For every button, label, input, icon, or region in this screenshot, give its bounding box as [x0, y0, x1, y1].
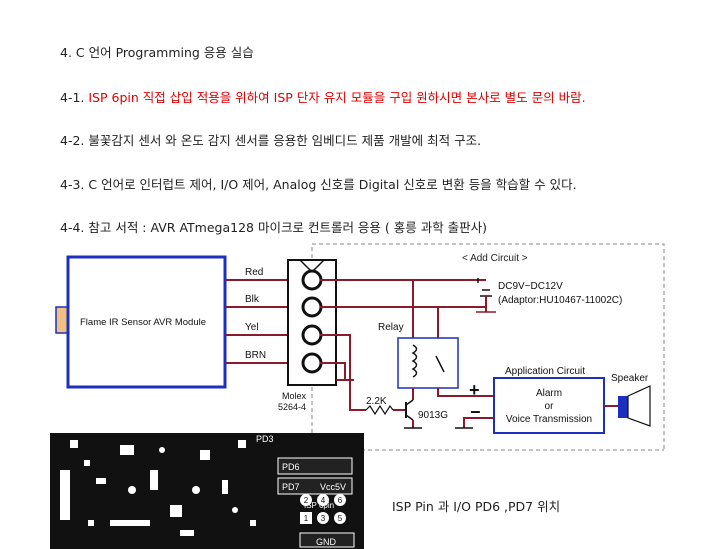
pcb-label-pd3: PD3: [256, 434, 274, 444]
molex-pin-1: [301, 269, 323, 291]
supply-label-1: DC9V~DC12V: [498, 281, 563, 292]
isp-pin-5-label: 5: [338, 514, 343, 523]
isp-pin-3: [317, 512, 329, 524]
molex-pin-2: [301, 296, 323, 318]
pcb-label-vcc: Vcc5V: [320, 482, 346, 492]
molex-label-1: Molex: [282, 391, 307, 401]
wire-label-brn: BRN: [245, 350, 266, 361]
note-4-1-number: 4-1.: [60, 90, 89, 105]
wire-label-yel: Yel: [245, 322, 259, 333]
isp-pin-5: [334, 512, 346, 524]
molex-pin-4: [301, 352, 323, 374]
relay-out: [437, 388, 458, 397]
relay-label: Relay: [378, 322, 404, 333]
speaker-cone-icon: [627, 385, 651, 427]
note-4-2: 4-2. 불꽃감지 센서 와 온도 감지 센서를 응용한 임베디드 제품 개발에…: [60, 133, 482, 148]
pcb-label-gnd: GND: [316, 537, 337, 547]
isp-pin-4: [317, 494, 329, 506]
note-4-4: 4-4. 참고 서적 : AVR ATmega128 마이크로 컨트롤러 응용 …: [60, 220, 488, 235]
app-line-2: or: [545, 401, 555, 412]
out-wire-yel: [320, 334, 366, 411]
transistor-label: 9013G: [418, 410, 448, 421]
speaker-icon: [618, 396, 628, 418]
note-4-1-text: ISP 6pin 직접 삽입 적용을 위하여 ISP 단자 유지 모듈을 구입 …: [88, 90, 586, 105]
isp-pin-1: [300, 512, 312, 524]
plus-sign: +: [469, 380, 480, 400]
note-4-3: 4-3. C 언어로 인터럽트 제어, I/O 제어, Analog 신호를 D…: [60, 177, 577, 192]
app-line-3: Voice Transmission: [506, 414, 592, 425]
relay-coil: [411, 344, 418, 378]
pcb-caption: ISP Pin 과 I/O PD6 ,PD7 위치: [392, 499, 561, 514]
relay-switch: [435, 355, 445, 373]
pcb-label-pd6: PD6: [282, 462, 300, 472]
minus-sign: −: [470, 402, 481, 422]
resistor-label: 2.2K: [366, 396, 387, 407]
speaker-label: Speaker: [611, 373, 649, 384]
molex-pin-3: [301, 324, 323, 346]
app-title: Application Circuit: [505, 366, 585, 377]
add-circuit-label: < Add Circuit >: [462, 253, 528, 264]
isp-pin-3-label: 3: [321, 514, 326, 523]
note-4-1: 4-1. ISP 6pin 직접 삽입 적용을 위하여 ISP 단자 유지 모듈…: [60, 87, 586, 106]
isp-pin-2: [300, 494, 312, 506]
resistor: [365, 404, 394, 416]
relay-box: [397, 337, 459, 389]
app-line-1: Alarm: [536, 388, 562, 399]
pcb-photo: [50, 433, 364, 549]
supply-label-2: (Adaptor:HU10467-11002C): [498, 295, 622, 306]
pcb-label-isp: ISP 6pin: [304, 501, 334, 510]
transistor-collector: [405, 399, 414, 406]
add-circuit-boundary: [311, 243, 665, 450]
transistor-emitter: [405, 414, 414, 421]
isp-pin-2-label: 2: [304, 496, 309, 505]
pcb-label-pd7: PD7: [282, 482, 300, 492]
isp-pin-1-label: 1: [304, 514, 309, 523]
out-wire-brn: [320, 362, 346, 380]
molex-label-2: 5264-4: [278, 402, 306, 412]
isp-pin-4-label: 4: [321, 496, 326, 505]
section-title: 4. C 언어 Programming 응용 실습: [60, 45, 254, 60]
isp-pin-6: [334, 494, 346, 506]
app-minus-wire: [463, 417, 494, 428]
wire-label-red: Red: [245, 267, 263, 278]
flame-module-label: Flame IR Sensor AVR Module: [80, 317, 206, 328]
flame-module-box: [66, 255, 227, 389]
module-connector-tab: [55, 306, 69, 334]
wire-label-blk: Blk: [245, 294, 260, 305]
isp-pin-6-label: 6: [338, 496, 343, 505]
